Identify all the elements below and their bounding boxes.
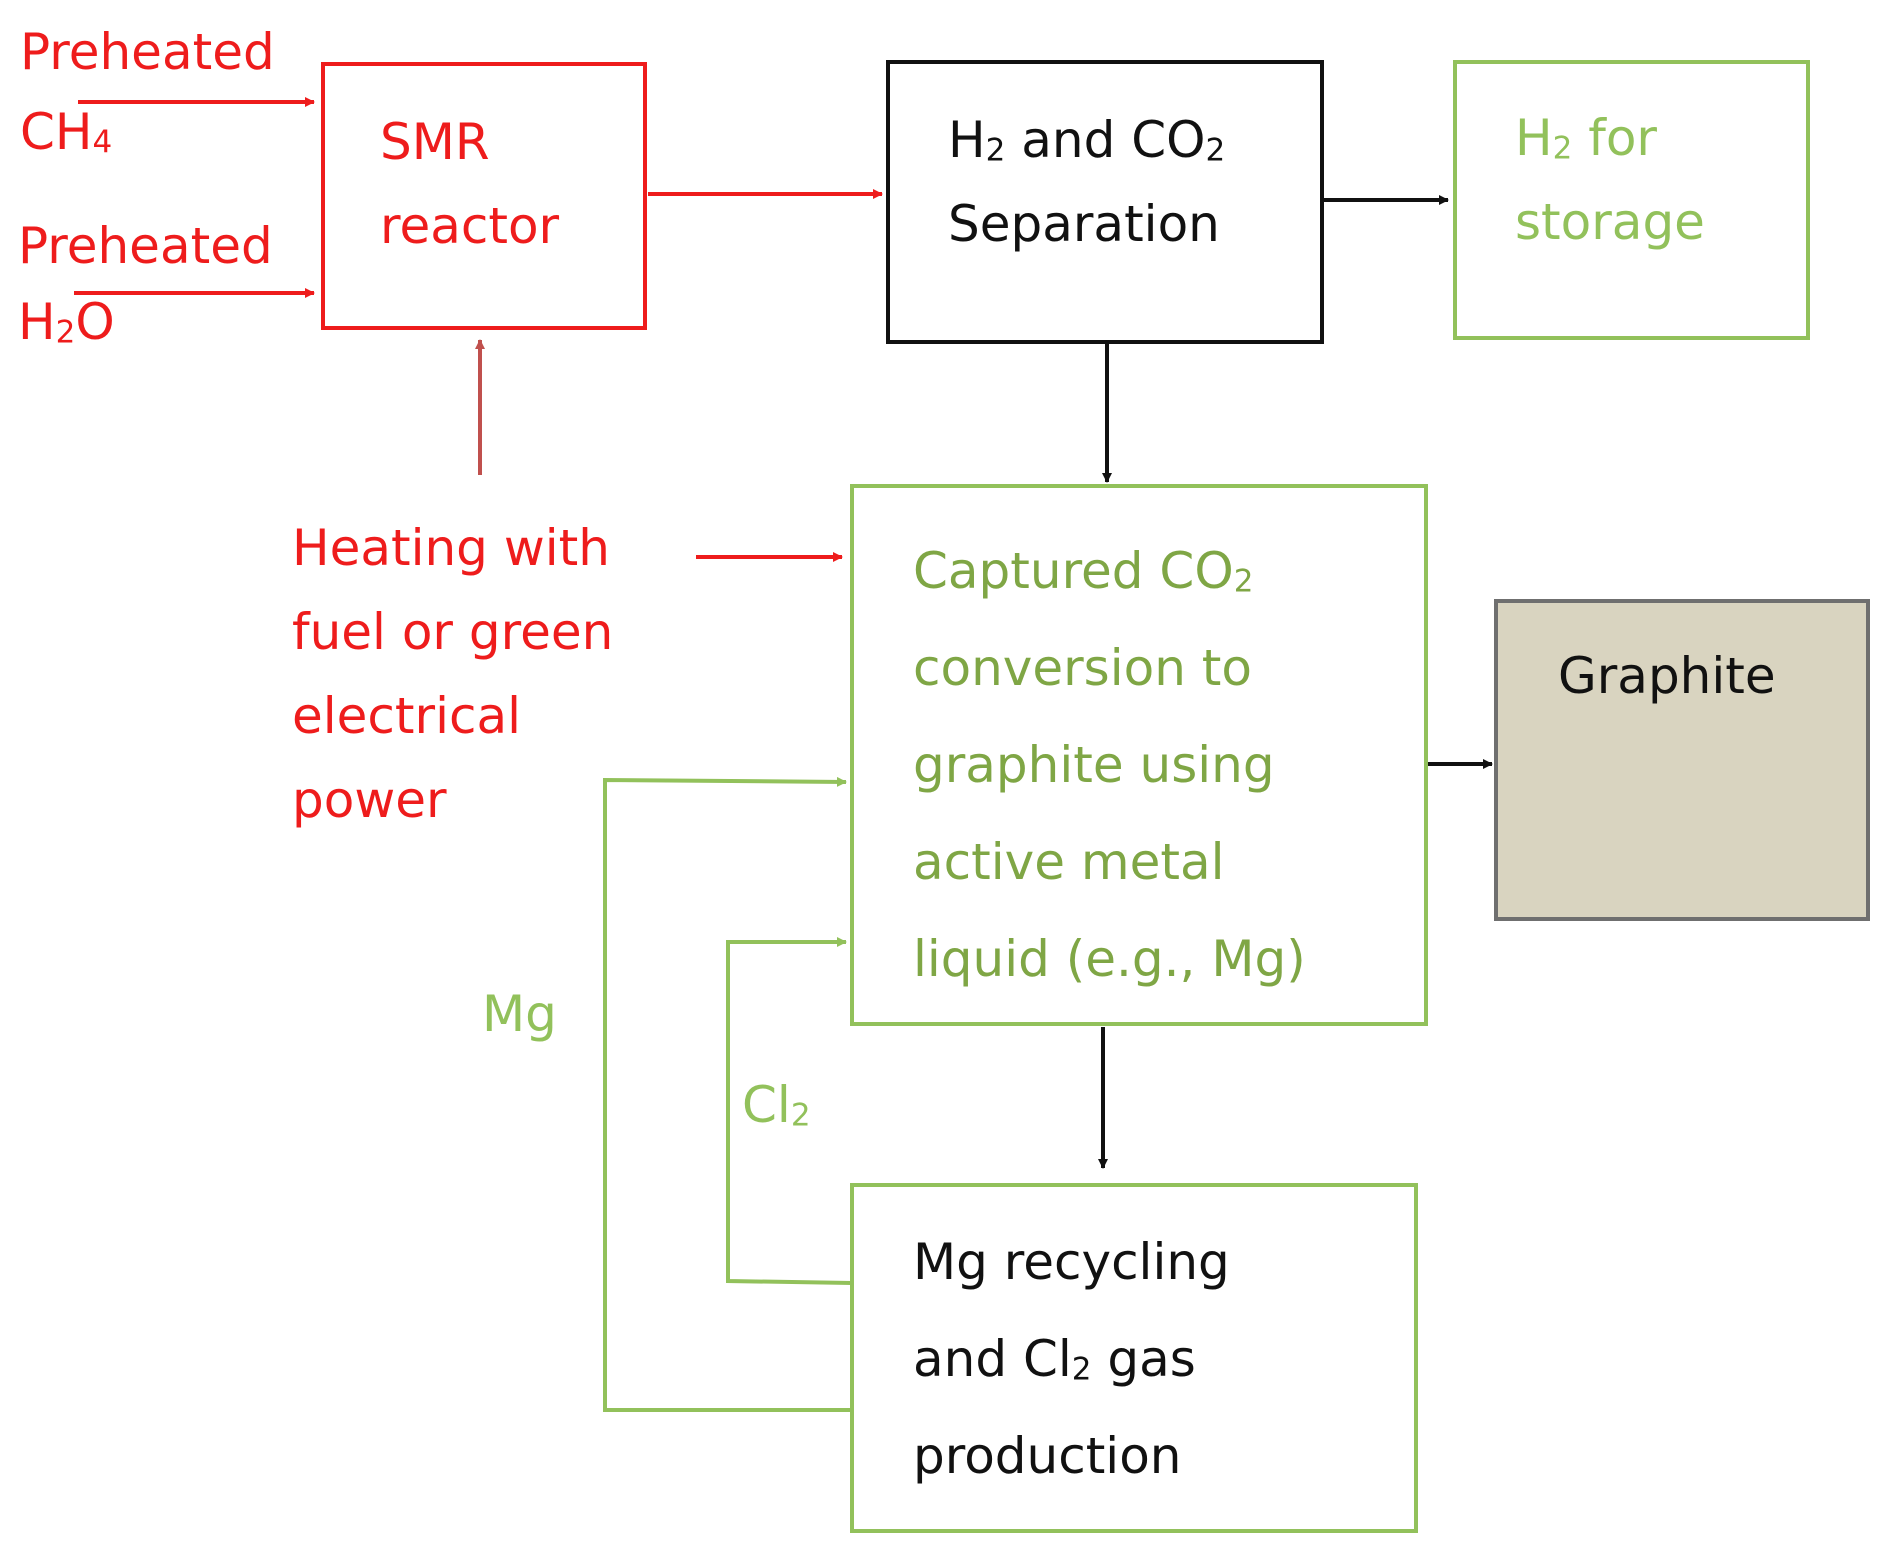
h2o-preheated-text: Preheated <box>18 217 273 275</box>
smr-reactor-label: SMR reactor <box>380 113 560 255</box>
recycling-label: Mg recycling and Cl2 gas production <box>913 1233 1230 1485</box>
heating-label: Heating with fuel or green electrical po… <box>292 519 614 829</box>
conversion-box <box>850 484 1428 1026</box>
graphite-label: Graphite <box>1558 647 1776 705</box>
mg-recycle-loop <box>603 776 852 1412</box>
recycling-box <box>850 1183 1418 1533</box>
ch4-formula-text: CH4 <box>20 103 113 161</box>
ch4-input-label: Preheated CH4 <box>20 22 275 162</box>
conversion-label: Captured CO2 conversion to graphite usin… <box>913 542 1306 988</box>
ch4-preheated-text: Preheated <box>20 23 275 81</box>
separation-label: H2 and CO2 Separation <box>948 111 1226 253</box>
storage-box <box>1453 60 1810 340</box>
mg-loop-label: Mg <box>482 985 557 1043</box>
storage-label: H2 for storage <box>1515 109 1705 251</box>
graphite-box <box>1494 599 1870 921</box>
h2o-formula-text: H2O <box>18 293 115 351</box>
cl2-recycle-loop <box>726 937 853 1285</box>
smr-reactor-box <box>321 62 647 330</box>
cl2-loop-label: Cl2 <box>742 1076 811 1134</box>
separation-box <box>886 60 1324 344</box>
h2o-input-label: Preheated H2O <box>18 216 273 352</box>
